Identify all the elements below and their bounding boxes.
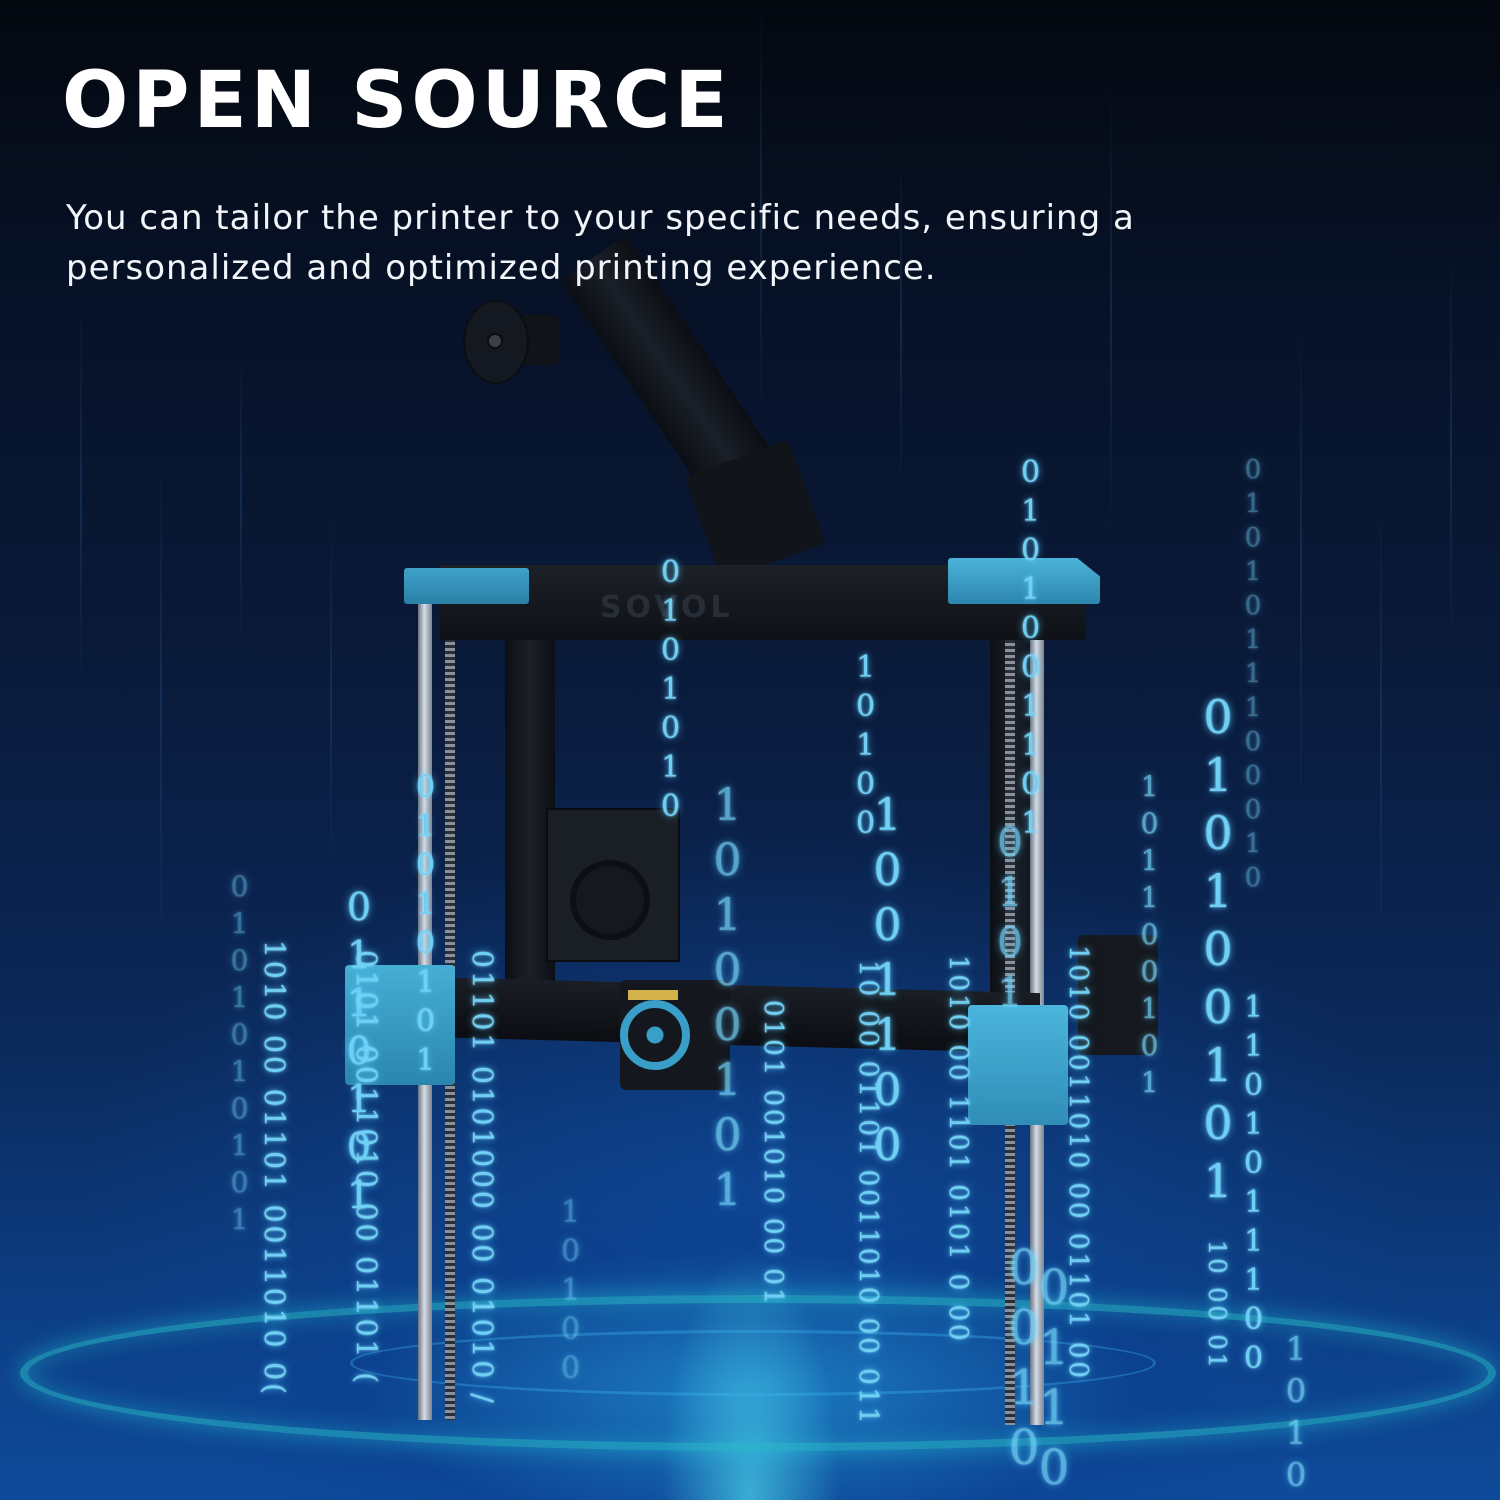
- binary-stream: 0101010: [653, 555, 688, 828]
- floor-inner-ring: [350, 1330, 1156, 1396]
- binary-stream: 10100101: [702, 780, 753, 1220]
- fan-icon: [570, 860, 650, 940]
- binary-stream: 0101010101: [223, 870, 256, 1240]
- binary-stream: 101100101: [1133, 770, 1166, 1103]
- left-top-cap: [404, 568, 529, 604]
- binary-stream: 0101 001010 00 01: [758, 1000, 788, 1308]
- binary-stream: 1001100: [862, 790, 913, 1175]
- binary-stream: 01101 0101000 00 01010 /: [466, 950, 499, 1406]
- binary-stream: 1010 00 1101 0101 0 00: [943, 955, 973, 1344]
- binary-stream: 0101011100010: [1238, 455, 1268, 897]
- binary-stream: 0101: [987, 820, 1033, 1020]
- binary-stream: 010100101: [1191, 690, 1245, 1212]
- binary-stream: 10 00 01101 0011010 00 011: [853, 960, 883, 1427]
- binary-stream: 1010: [1277, 1330, 1315, 1498]
- binary-stream: 0110101: [337, 885, 381, 1221]
- binary-stream: 1101011100: [1236, 990, 1271, 1380]
- binary-stream: 1010 00 01101 0011010 0(: [258, 940, 291, 1397]
- binary-stream: 0101001101: [1013, 455, 1048, 845]
- right-top-cap: [948, 558, 1100, 604]
- binary-stream: 0110: [1026, 1260, 1082, 1500]
- extruder-gear-icon: [620, 1000, 690, 1070]
- right-z-carriage: [968, 1005, 1068, 1125]
- brand-mark: SOVOL: [600, 590, 734, 625]
- binary-stream: 0101 0011010 00 01101 (: [350, 950, 383, 1387]
- spool-hub-icon: [487, 333, 503, 349]
- x-stepper-motor: [1078, 935, 1158, 1055]
- subtext: You can tailor the printer to your speci…: [66, 198, 1135, 288]
- binary-stream: 0010: [996, 1240, 1052, 1480]
- extruder-warning-label: [628, 990, 678, 1000]
- binary-stream: 01010101: [408, 770, 443, 1082]
- binary-stream: 10 00 01: [1203, 1240, 1231, 1371]
- binary-stream: 10100: [553, 1195, 588, 1390]
- floor-glow-ring: [20, 1295, 1496, 1451]
- left-z-carriage: [345, 965, 455, 1085]
- binary-stream: 1010 0011010 00 01101 00: [1063, 945, 1093, 1381]
- headline: OPEN SOURCE: [62, 56, 732, 146]
- binary-stream: 10100: [848, 650, 883, 845]
